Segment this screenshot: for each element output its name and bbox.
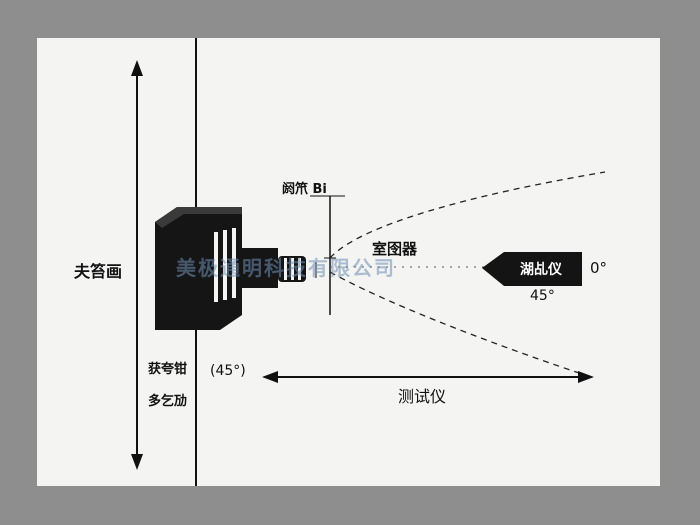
light-box	[155, 207, 278, 330]
angle-note: (45°)	[210, 363, 246, 379]
watermark: 美极通明科技有限公司	[176, 256, 396, 280]
left-lower-label-2: 多乞劢	[148, 394, 188, 409]
left-label: 夫笞画	[74, 262, 123, 281]
left-lower-label-1: 获夸钳	[148, 362, 188, 377]
zero-deg-label: 0°	[590, 259, 608, 277]
distance-arrow	[262, 371, 594, 383]
sensor-arrow	[482, 252, 582, 286]
center-label: 室囹器	[372, 240, 418, 258]
distance-label: 测试仪	[398, 387, 447, 406]
vertical-double-arrow	[131, 60, 143, 470]
lens	[278, 256, 306, 282]
sensor-label: 湖乩仪	[520, 262, 562, 278]
top-label: 阏笊 Bi	[282, 182, 327, 197]
beam-lower	[329, 271, 589, 377]
forty-five-deg-label: 45°	[530, 288, 555, 304]
